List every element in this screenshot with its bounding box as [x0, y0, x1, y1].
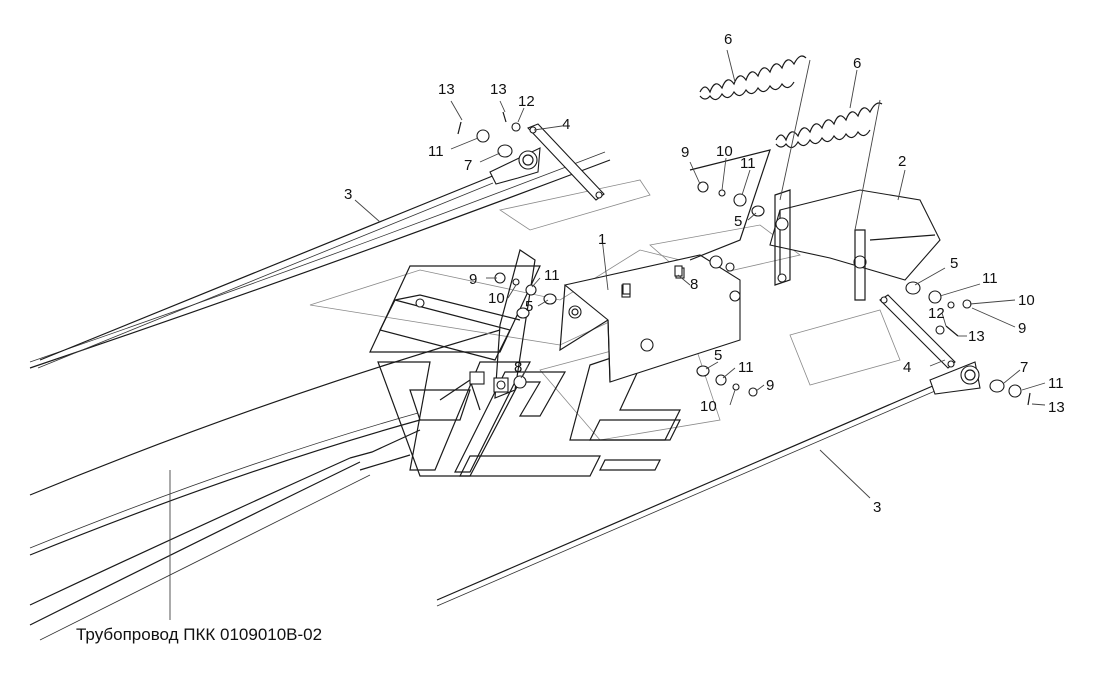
pipeline-body	[29, 151, 611, 641]
callout-4: 4	[562, 116, 570, 133]
callout-9: 9	[766, 377, 774, 394]
part-3-rods	[37, 147, 981, 607]
callout-2: 2	[898, 153, 906, 170]
callout-11: 11	[982, 270, 998, 287]
callout-10: 10	[700, 398, 717, 415]
callout-13: 13	[1048, 399, 1065, 416]
callout-9: 9	[681, 144, 689, 161]
callout-11: 11	[738, 359, 754, 376]
callout-3: 3	[344, 186, 352, 203]
callout-6: 6	[853, 55, 861, 72]
callout-9: 9	[469, 271, 477, 288]
callout-1: 1	[598, 231, 606, 248]
callout-5: 5	[714, 347, 722, 364]
callout-13: 13	[968, 328, 985, 345]
callout-10: 10	[1018, 292, 1035, 309]
drawing-caption: Трубопровод ПКК 0109010В-02	[76, 625, 322, 644]
part-1-plate	[559, 254, 741, 383]
part-4-links	[527, 123, 956, 369]
callout-6: 6	[724, 31, 732, 48]
callout-5: 5	[734, 213, 742, 230]
callout-10: 10	[716, 143, 733, 160]
part-6-springs	[699, 55, 883, 149]
callout-4: 4	[903, 359, 911, 376]
callout-10: 10	[488, 290, 505, 307]
callout-11: 11	[544, 267, 560, 284]
callout-5: 5	[525, 298, 533, 315]
callout-8: 8	[690, 276, 698, 293]
callout-8: 8	[514, 359, 522, 376]
callout-7: 7	[464, 157, 472, 174]
callout-13: 13	[438, 81, 455, 98]
callout-5: 5	[950, 255, 958, 272]
part-2-cover	[769, 189, 941, 301]
hardware-parts	[457, 111, 1031, 406]
callout-numbers: 13 13 12 4 11 7 3 6 6 9 10 11 5 2 1 9 10…	[344, 31, 1065, 516]
callout-13: 13	[490, 81, 507, 98]
callout-9: 9	[1018, 320, 1026, 337]
callout-7: 7	[1020, 359, 1028, 376]
callout-12: 12	[518, 93, 535, 110]
mid-bracket	[689, 149, 791, 286]
leader-lines	[169, 49, 1046, 620]
callout-3: 3	[873, 499, 881, 516]
callout-12: 12	[928, 305, 945, 322]
callout-11: 11	[740, 155, 756, 172]
callout-11: 11	[428, 143, 444, 160]
callout-11: 11	[1048, 375, 1064, 392]
left-bracket-assembly	[379, 249, 536, 421]
